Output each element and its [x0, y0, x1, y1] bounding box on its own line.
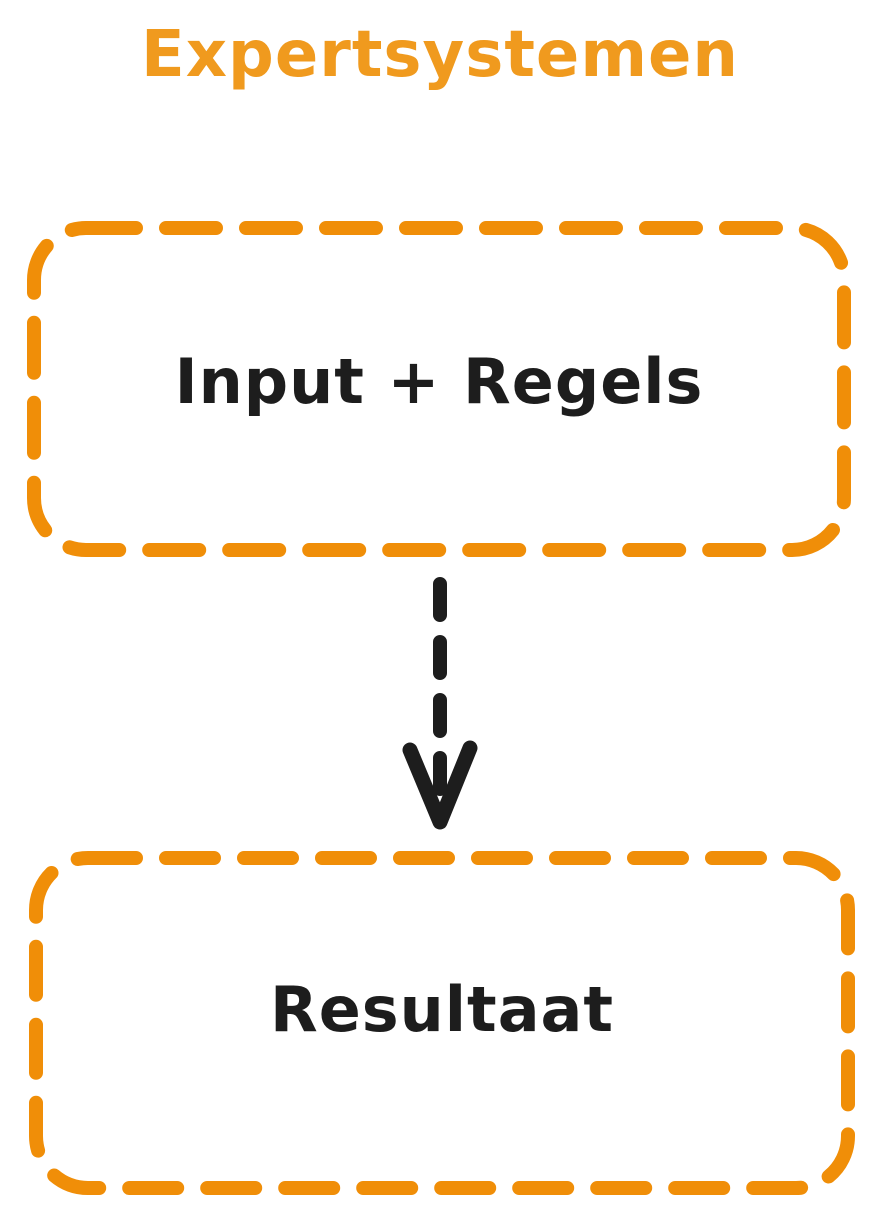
dashed-rounded-border — [27, 221, 851, 557]
down-arrow-icon — [402, 577, 478, 830]
node-label-input-rules: Input + Regels — [174, 344, 704, 418]
node-input-rules: Input + Regels — [22, 216, 856, 562]
dashed-rounded-border — [29, 851, 855, 1195]
page-title: Expertsystemen — [141, 18, 739, 92]
node-label-result: Resultaat — [269, 972, 615, 1046]
node-result: Resultaat — [24, 846, 860, 1200]
